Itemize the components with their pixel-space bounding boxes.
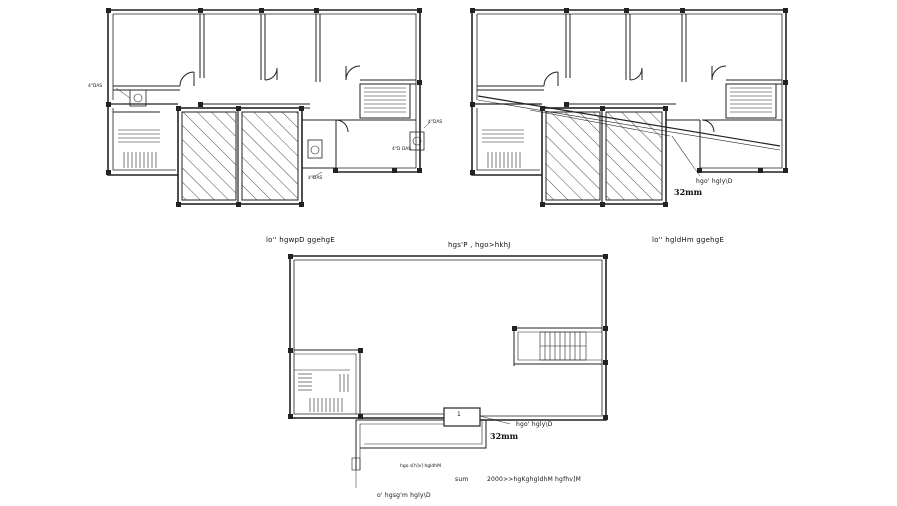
columns-left: [106, 8, 422, 207]
plan-bottom-title: hgs'P , hgo>hkhJ: [448, 241, 511, 249]
right-pipe-label: hgo' hgly\D: [696, 178, 733, 185]
pipe-tag-3: 4"DAS: [308, 176, 323, 181]
tank-number: 1: [457, 411, 462, 418]
plan-right-title: lo'' hgldHm ggehgE: [652, 236, 724, 244]
floor-plan-right: [471, 9, 787, 205]
plan-left-title: lo'' hgwpD ggehgE: [266, 236, 335, 244]
right-pipe-size: 32mm: [674, 187, 703, 197]
columns-right: [470, 8, 788, 207]
bottom-pipe-size: 32mm: [490, 431, 519, 441]
bottom-supply-label: o' hgsg'm hgly\D: [377, 492, 431, 499]
floor-plan-left: [107, 9, 431, 205]
pipe-tag-4: 4"D DAS: [392, 147, 412, 152]
roof-plan: [289, 255, 607, 488]
pipe-tag-1: 4"DAS: [88, 84, 103, 89]
pipe-tag-2: 4"DAS: [428, 120, 443, 125]
bottom-pipe-label: hgo' hgly\D: [516, 421, 553, 428]
water-tank: [443, 407, 481, 427]
tank-capacity: 2000>>hgKghgldhM hgfhv]M: [487, 476, 582, 483]
tank-note: sum: [455, 476, 469, 483]
small-note: hgo s[h]v] hgldhM: [400, 464, 441, 469]
columns-roof: [288, 254, 608, 420]
